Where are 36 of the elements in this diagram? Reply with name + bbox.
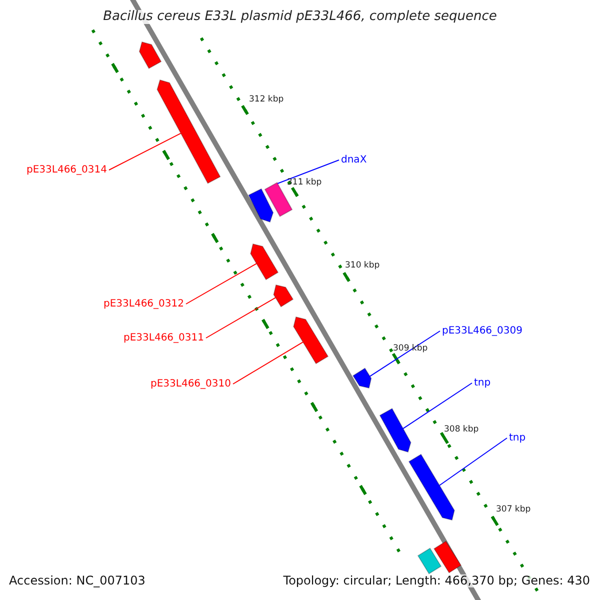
gene-feature	[248, 188, 274, 223]
tick-label: 311 kbp	[287, 178, 322, 188]
gene-feature	[379, 408, 412, 453]
gene-label: pE33L466_0312	[104, 298, 184, 310]
gene-feature	[417, 548, 442, 574]
leader-line	[206, 297, 276, 338]
gene-label: pE33L466_0314	[26, 164, 107, 176]
leader-line	[108, 132, 182, 170]
gene-feature	[293, 316, 329, 364]
tick-label: 312 kbp	[249, 95, 284, 105]
leader-line	[186, 263, 257, 304]
gene-feature	[250, 243, 279, 280]
gene-label: pE33L466_0311	[124, 332, 204, 344]
tick-label: 309 kbp	[393, 344, 428, 354]
gene-label: tnp	[474, 378, 491, 388]
map-title: Bacillus cereus E33L plasmid pE33L466, complete sequence	[103, 10, 497, 24]
gene-label: tnp	[509, 432, 526, 444]
gene-label: pE33L466_0310	[150, 378, 231, 390]
gene-feature	[408, 454, 455, 521]
accession-note: Accession: NC_007103	[9, 574, 146, 588]
tick-label: 310 kbp	[345, 261, 380, 271]
gene-label: pE33L466_0309	[442, 326, 522, 336]
gene-feature	[273, 284, 294, 308]
gene-feature	[138, 41, 162, 70]
gene-label: dnaX	[341, 154, 367, 166]
gene-feature	[433, 540, 462, 574]
leader-line	[402, 382, 472, 430]
leader-line	[439, 438, 508, 486]
tick-label: 308 kbp	[444, 425, 479, 435]
gene-feature	[352, 368, 372, 389]
leader-line	[232, 342, 304, 384]
gene-feature	[156, 79, 221, 184]
leader-line	[277, 160, 340, 184]
leader-line	[369, 330, 440, 377]
tick-label: 307 kbp	[496, 505, 531, 515]
genome-summary: Topology: circular; Length: 466,370 bp; Genes: 430	[283, 574, 590, 588]
